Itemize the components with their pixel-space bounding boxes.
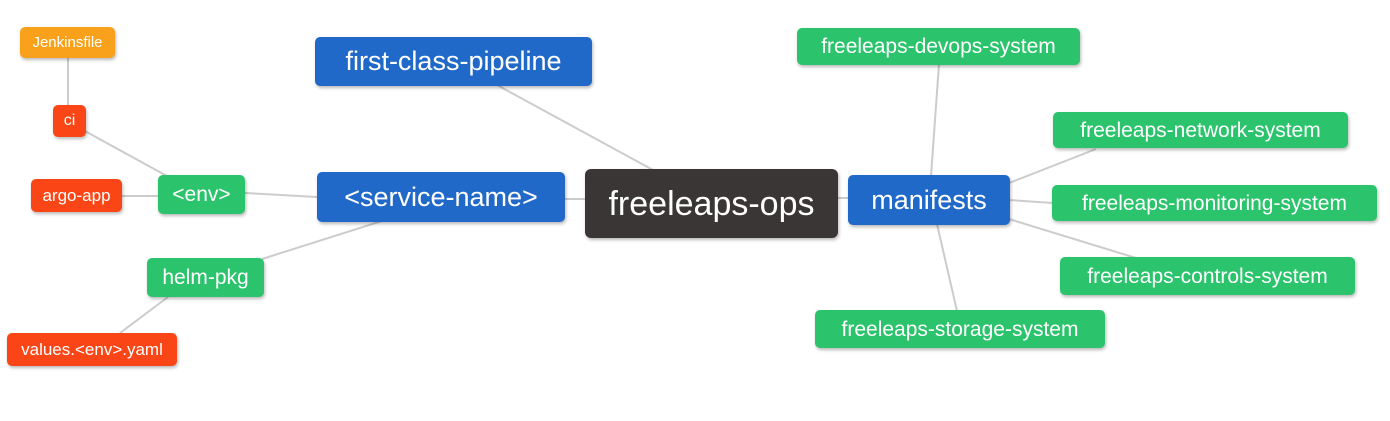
node-label: freeleaps-monitoring-system (1082, 191, 1347, 215)
node-first-class-pipeline[interactable]: first-class-pipeline (315, 37, 592, 86)
node-label: Jenkinsfile (32, 34, 103, 51)
node-helm-pkg[interactable]: helm-pkg (147, 258, 264, 297)
node-freeleaps-ops[interactable]: freeleaps-ops (585, 169, 838, 238)
node-label: freeleaps-network-system (1080, 118, 1321, 142)
node-label: freeleaps-devops-system (821, 35, 1056, 58)
edge-helm-pkg-service-name (261, 220, 383, 260)
node-ci[interactable]: ci (53, 105, 86, 137)
node-label: freeleaps-ops (608, 184, 815, 223)
node-label: <service-name> (344, 181, 538, 212)
node-label: manifests (871, 184, 987, 215)
node-label: first-class-pipeline (345, 46, 562, 76)
node-label: ci (63, 112, 76, 129)
edge-manifests-network (1008, 148, 1097, 184)
edge-values-helm-pkg (119, 296, 169, 334)
node-env[interactable]: <env> (158, 175, 245, 214)
node-label: argo-app (42, 186, 111, 205)
edge-fcp-freeleaps-ops (496, 84, 654, 171)
node-label: helm-pkg (162, 266, 249, 289)
node-label: values.<env>.yaml (21, 340, 163, 359)
node-freeleaps-network-system[interactable]: freeleaps-network-system (1053, 112, 1348, 148)
node-jenkinsfile[interactable]: Jenkinsfile (20, 27, 115, 58)
node-argo-app[interactable]: argo-app (31, 179, 122, 212)
edge-env-service-name (244, 192, 318, 198)
node-label: <env> (172, 183, 231, 206)
node-values-env-yaml[interactable]: values.<env>.yaml (7, 333, 177, 366)
node-manifests[interactable]: manifests (848, 175, 1010, 225)
node-label: freeleaps-storage-system (841, 317, 1079, 341)
edge-manifests-storage (936, 223, 958, 312)
node-freeleaps-controls-system[interactable]: freeleaps-controls-system (1060, 257, 1355, 295)
edge-manifests-controls (1008, 218, 1137, 259)
node-service-name[interactable]: <service-name> (317, 172, 565, 222)
node-freeleaps-devops-system[interactable]: freeleaps-devops-system (797, 28, 1080, 65)
edge-manifests-devops (930, 63, 940, 177)
node-freeleaps-monitoring-system[interactable]: freeleaps-monitoring-system (1052, 185, 1377, 221)
edge-ci-env (82, 129, 177, 182)
node-freeleaps-storage-system[interactable]: freeleaps-storage-system (815, 310, 1105, 348)
node-label: freeleaps-controls-system (1087, 264, 1328, 288)
edge-manifests-monitoring (1008, 199, 1054, 204)
